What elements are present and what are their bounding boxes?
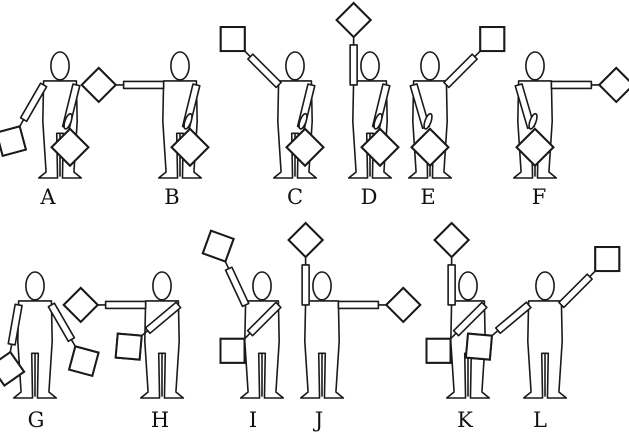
arm bbox=[559, 274, 592, 307]
letter-label-k: K bbox=[450, 410, 480, 431]
letter-label-c: C bbox=[280, 187, 310, 208]
flag-k-right bbox=[427, 339, 451, 363]
signaller-b bbox=[82, 52, 209, 178]
letter-label-i: I bbox=[238, 410, 268, 431]
letter-label-a: A bbox=[33, 187, 63, 208]
signaller-figure bbox=[524, 272, 567, 398]
signaller-a bbox=[0, 52, 88, 178]
head bbox=[459, 272, 477, 300]
flag-j-left bbox=[289, 223, 323, 257]
flag-c-left bbox=[221, 27, 245, 51]
arm bbox=[106, 301, 146, 308]
arm bbox=[496, 302, 531, 333]
flag-h-right bbox=[116, 334, 142, 360]
head bbox=[153, 272, 171, 300]
signaller-c bbox=[221, 27, 324, 178]
arm bbox=[338, 301, 378, 308]
flag-j-right bbox=[386, 288, 420, 322]
letter-label-f: F bbox=[524, 187, 554, 208]
flag-e-right bbox=[480, 27, 504, 51]
arm bbox=[350, 45, 357, 85]
letter-label-d: D bbox=[354, 187, 384, 208]
signaller-i bbox=[203, 231, 283, 398]
arm bbox=[124, 81, 164, 88]
flag-f-right bbox=[599, 68, 629, 102]
head bbox=[51, 52, 69, 80]
flag-l-right bbox=[595, 247, 619, 271]
signaller-figure bbox=[241, 272, 284, 398]
signaller-figure bbox=[141, 272, 184, 398]
head bbox=[253, 272, 271, 300]
letter-label-g: G bbox=[21, 410, 51, 431]
head bbox=[361, 52, 379, 80]
flag-a-left bbox=[0, 126, 26, 155]
flag-d-left bbox=[337, 3, 371, 37]
head bbox=[421, 52, 439, 80]
flag-h-left bbox=[64, 288, 98, 322]
flag-i-right bbox=[221, 339, 245, 363]
arm bbox=[551, 81, 591, 88]
arm bbox=[226, 267, 249, 306]
arm bbox=[444, 54, 477, 87]
signaller-l bbox=[466, 247, 619, 398]
signaller-j bbox=[289, 223, 421, 398]
signaller-e bbox=[409, 27, 505, 178]
flag-k-left bbox=[435, 223, 469, 257]
head bbox=[313, 272, 331, 300]
signaller-f bbox=[514, 52, 629, 178]
flag-l-left bbox=[466, 334, 492, 360]
letter-label-e: E bbox=[413, 187, 443, 208]
arm bbox=[448, 265, 455, 305]
head bbox=[171, 52, 189, 80]
head bbox=[286, 52, 304, 80]
letter-label-j: J bbox=[304, 410, 334, 431]
letter-label-l: L bbox=[525, 410, 555, 431]
letter-label-b: B bbox=[157, 187, 187, 208]
head bbox=[526, 52, 544, 80]
signaller-figure bbox=[14, 272, 57, 398]
head bbox=[26, 272, 44, 300]
letter-label-h: H bbox=[145, 410, 175, 431]
flag-i-left bbox=[203, 231, 234, 262]
arm bbox=[248, 54, 281, 87]
flag-b-left bbox=[82, 68, 116, 102]
head bbox=[536, 272, 554, 300]
flag-g-right bbox=[69, 346, 98, 375]
signaller-k bbox=[427, 223, 490, 398]
signaller-d bbox=[337, 3, 399, 178]
arm bbox=[302, 265, 309, 305]
signaller-h bbox=[64, 272, 184, 398]
